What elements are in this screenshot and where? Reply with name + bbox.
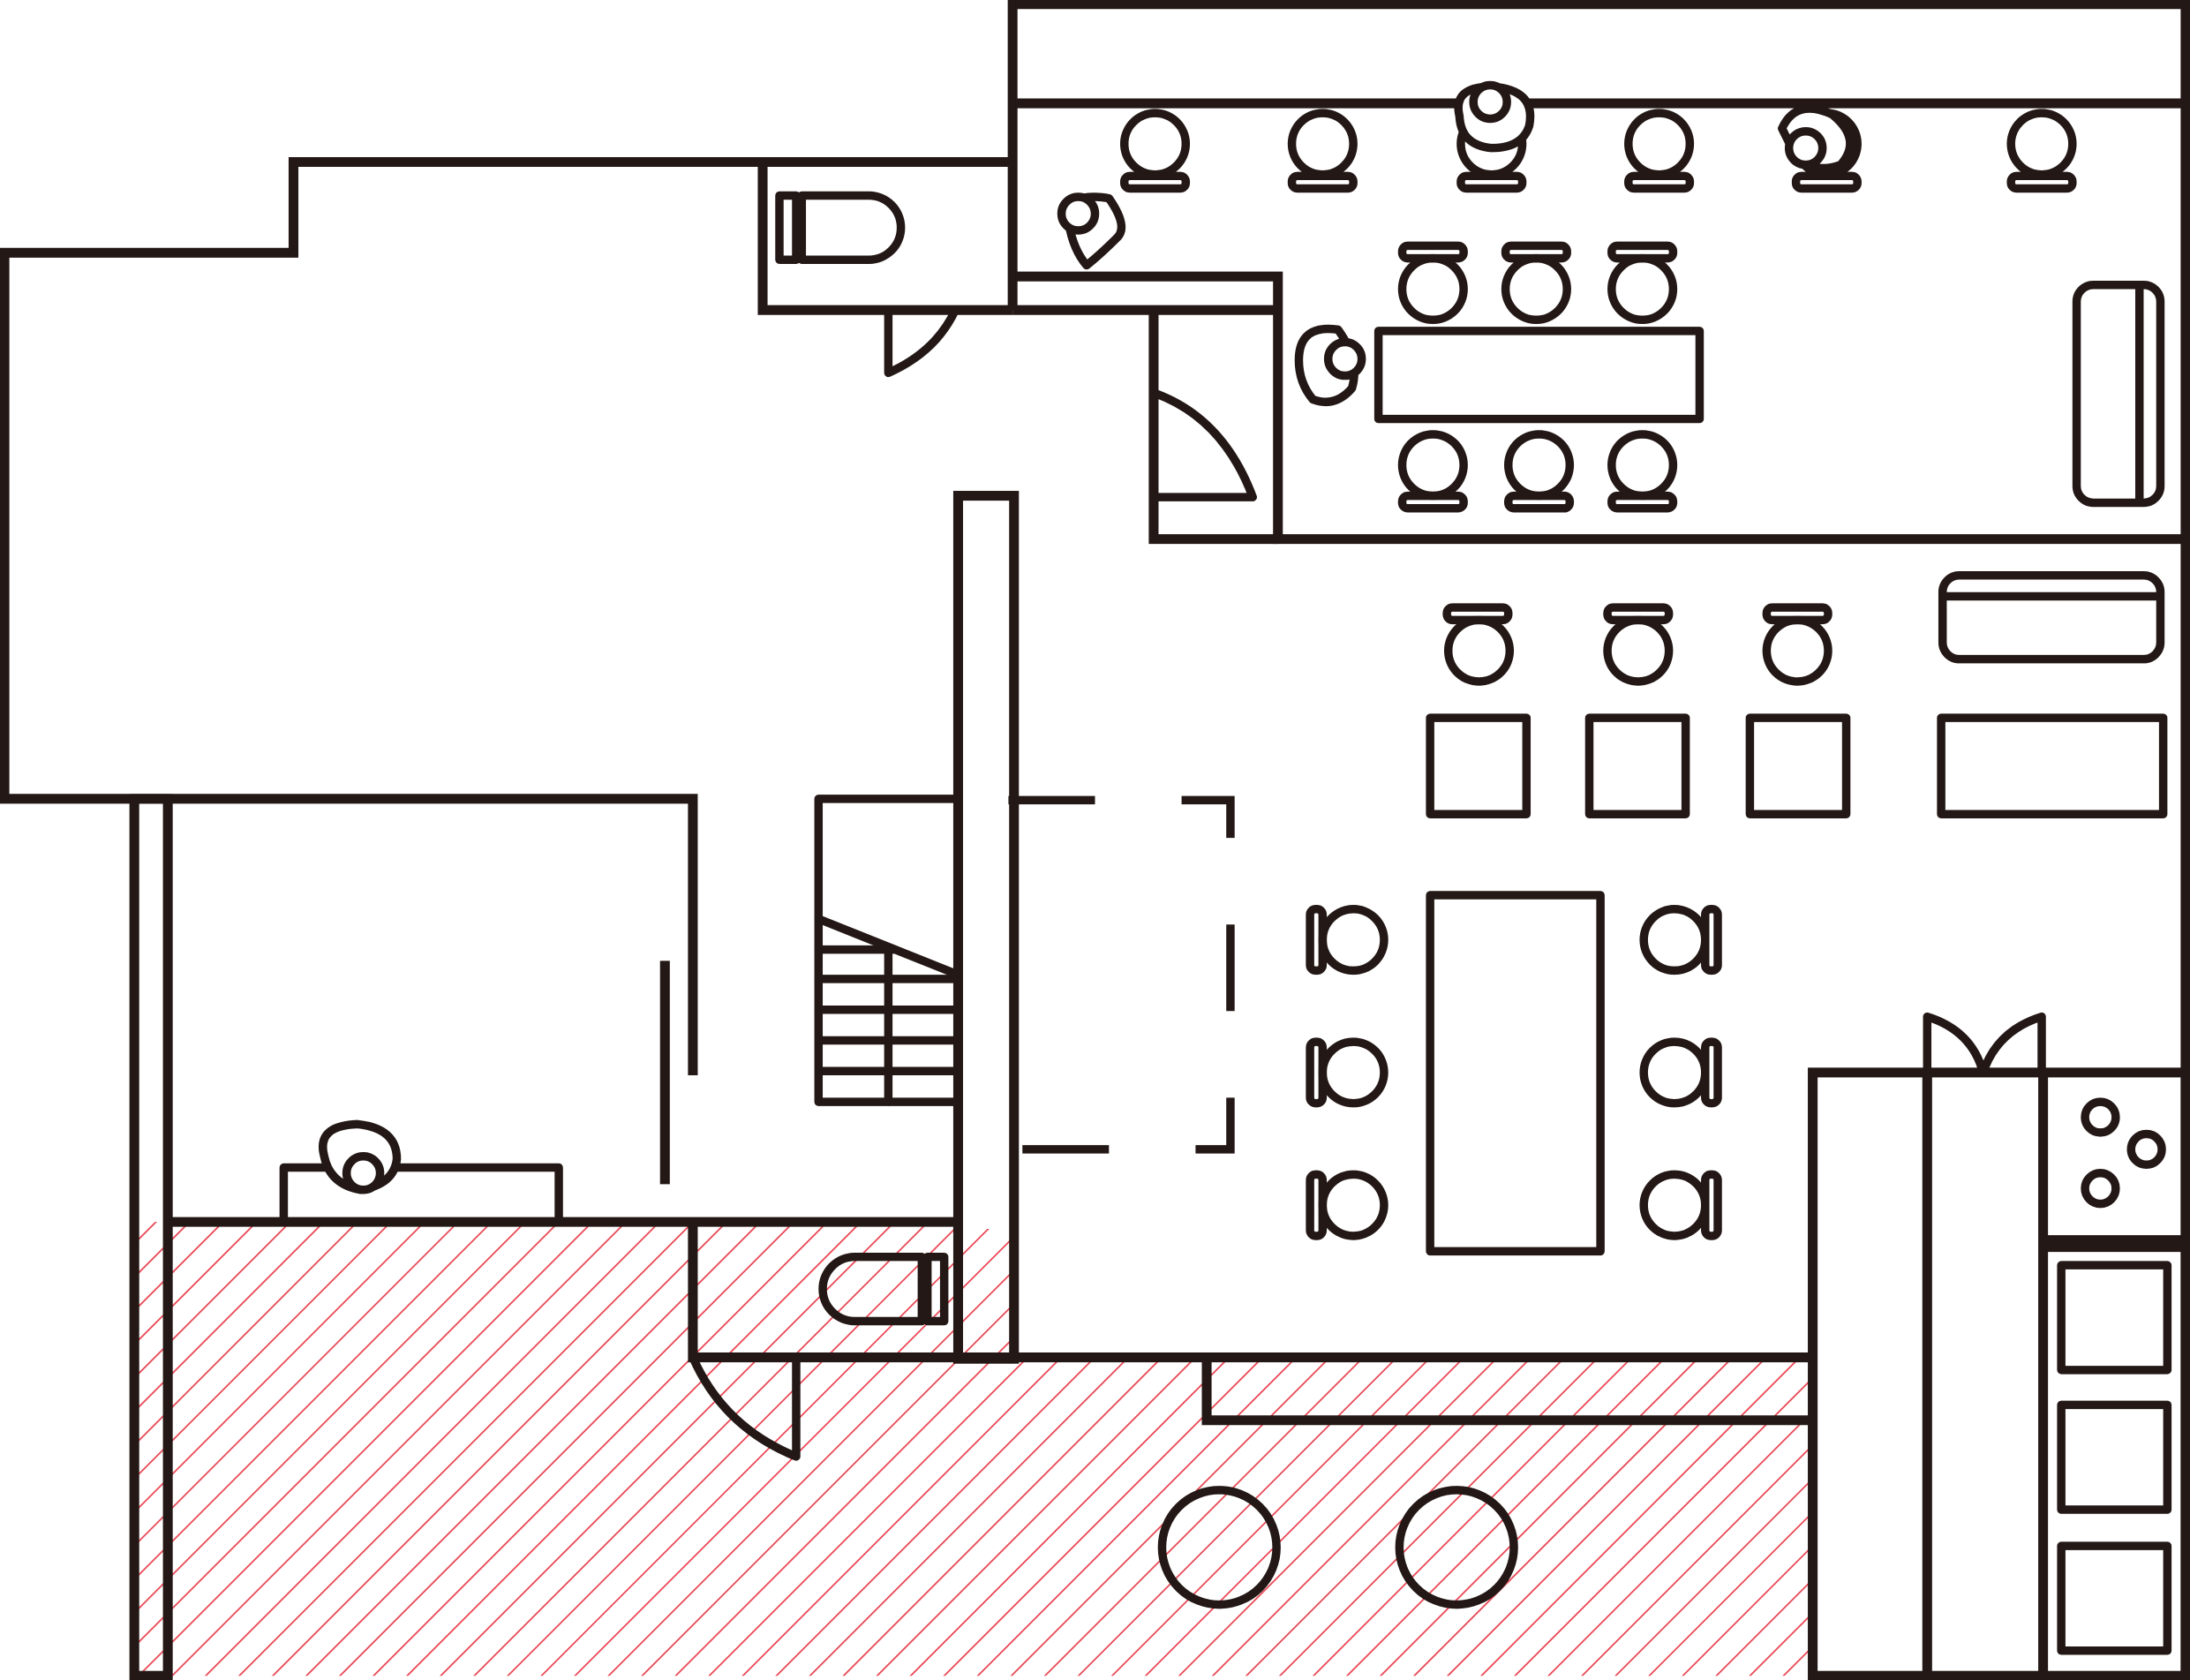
bench-icon [279, 1163, 563, 1226]
chairs-upper-table [1397, 241, 1678, 513]
wall-outline [757, 162, 1013, 315]
chair-row-top [1119, 109, 2077, 193]
chair-icon [1639, 1037, 1722, 1108]
chair-icon [1442, 603, 1515, 686]
chair-icon [1306, 905, 1389, 976]
person-icon [1778, 104, 1855, 173]
staircase-icon [814, 795, 963, 1106]
chair-icon [1639, 1170, 1722, 1240]
chair-icon [1501, 241, 1571, 324]
chair-icon [1397, 430, 1468, 513]
table-icon [1745, 713, 1851, 818]
wall-outline [1808, 1067, 2190, 1680]
wall-outline [0, 156, 1013, 1076]
dashed-opening [960, 795, 1235, 1154]
chair-icon [1603, 603, 1674, 686]
table-icon [1584, 713, 1690, 818]
chair-icon [1306, 1037, 1389, 1108]
kitchen-cabinets [2057, 1261, 2172, 1655]
toilet-icon [818, 1252, 949, 1326]
sofa-icon [1938, 570, 2165, 664]
person-icon [319, 1119, 402, 1194]
chair-icon [1119, 109, 1191, 193]
wall-outline [1148, 310, 1278, 545]
cabinet [2057, 1261, 2172, 1375]
table-icon [1426, 713, 1531, 818]
chair-icon [1287, 109, 1358, 193]
table-icon [1937, 713, 2168, 818]
wall-outline [1012, 271, 2186, 545]
tables-middle-row [1426, 713, 2168, 818]
chair-icon [1762, 603, 1833, 686]
table-icon [1426, 891, 1605, 1256]
wall-outline [1201, 1357, 1813, 1426]
wall-outline [1007, 0, 2190, 1676]
hatched-outdoor-area [134, 1222, 1813, 1676]
table-icon [1373, 327, 1705, 424]
chair-icon [1607, 241, 1678, 324]
chair-icon [1306, 1170, 1389, 1240]
chair-icon [2006, 109, 2077, 193]
person-icon [1454, 80, 1535, 153]
toilet-icon [775, 191, 906, 264]
door-swing-arc [689, 305, 2046, 1461]
chair-icon [1624, 109, 1695, 193]
person-icon [1294, 324, 1366, 406]
wall-outline [129, 794, 173, 1680]
round-planter-icon [1157, 1486, 1518, 1609]
chair-icon [1503, 430, 1575, 513]
sofa-icon [2072, 280, 2165, 508]
chair-icon [1639, 905, 1722, 976]
chairs-middle-row [1442, 603, 1833, 686]
cabinet [2057, 1400, 2172, 1514]
person-icon [1057, 192, 1126, 270]
chairs-lower-table [1306, 905, 1722, 1240]
chair-icon [1607, 430, 1678, 513]
cabinet [2057, 1541, 2172, 1655]
kitchen-cooktop-icon [2081, 1097, 2166, 1209]
chair-icon [1397, 241, 1468, 324]
